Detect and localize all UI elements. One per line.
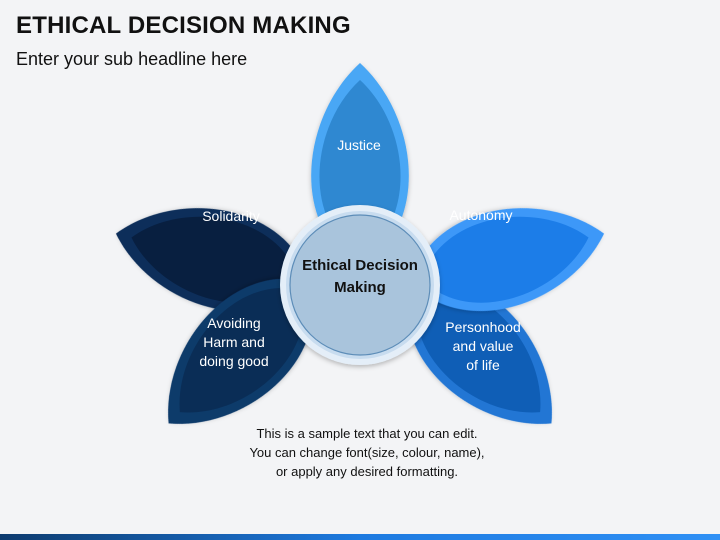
sample-text-caption: This is a sample text that you can edit.… [0, 424, 720, 481]
caption-line: You can change font(size, colour, name), [249, 445, 485, 460]
petal-avoiding-harm[interactable] [134, 247, 344, 457]
page-title: ETHICAL DECISION MAKING [16, 12, 351, 39]
petal-personhood[interactable] [375, 247, 585, 457]
page-subtitle: Enter your sub headline here [16, 49, 248, 69]
petal-autonomy-inner [421, 216, 589, 303]
bottom-accent-bar [0, 534, 720, 540]
petal-autonomy[interactable] [398, 186, 616, 329]
petal-avoiding-harm-inner [179, 288, 304, 413]
petal-solidarity-inner [131, 216, 299, 303]
petal-personhood-inner [416, 288, 541, 413]
caption-line: or apply any desired formatting. [275, 464, 459, 479]
caption-line: This is a sample text that you can edit. [256, 426, 478, 441]
center-hub-disc [289, 214, 431, 356]
